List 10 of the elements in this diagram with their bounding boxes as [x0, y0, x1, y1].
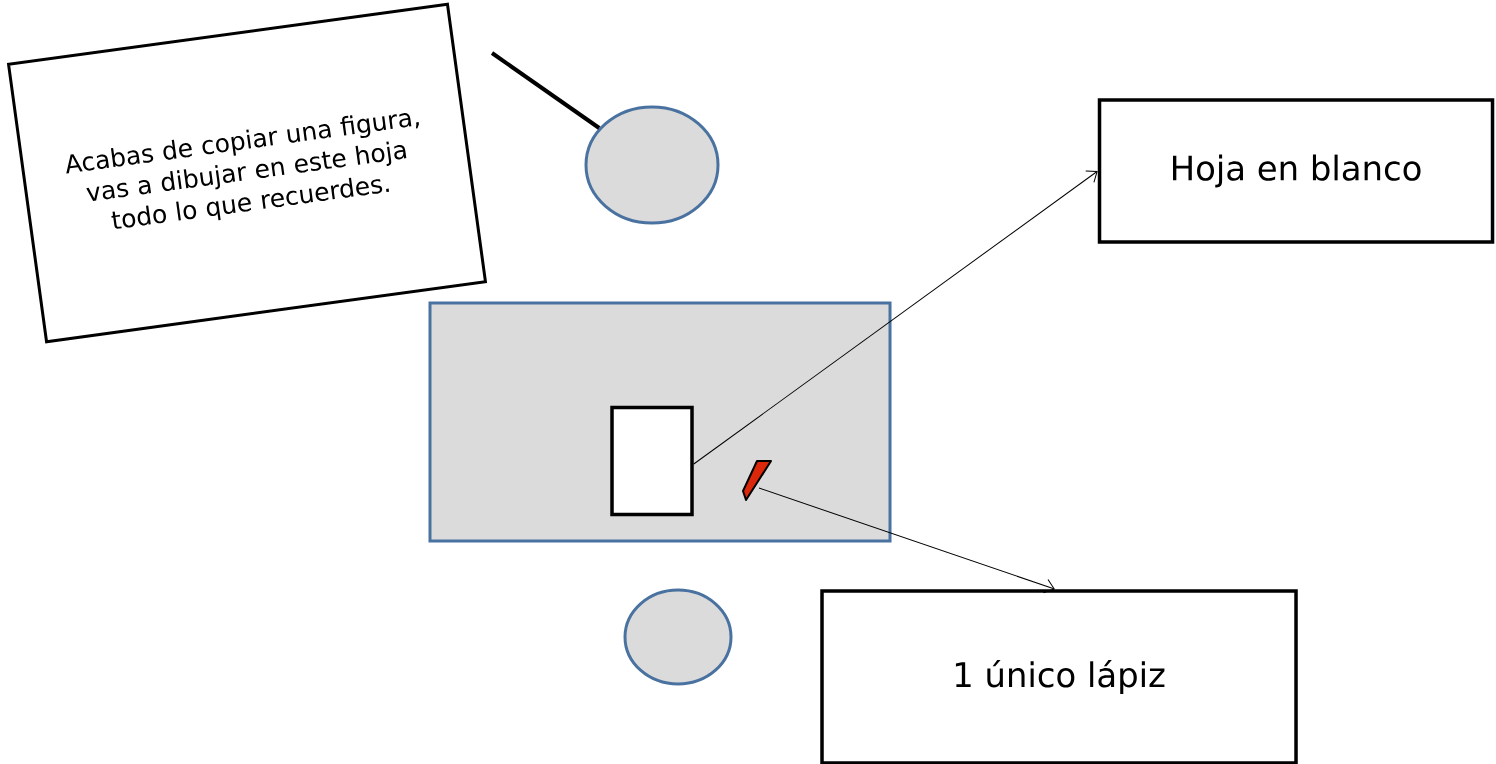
paper-sheet — [610, 405, 694, 517]
table — [428, 301, 892, 543]
arrow — [693, 170, 1098, 465]
pencil — [742, 460, 772, 501]
arrow — [758, 487, 1055, 594]
line — [490, 51, 601, 130]
label-box: 1 único lápiz — [820, 589, 1298, 764]
circle — [584, 105, 720, 225]
label-box: Hoja en blanco — [1097, 98, 1495, 244]
circle — [623, 588, 733, 686]
